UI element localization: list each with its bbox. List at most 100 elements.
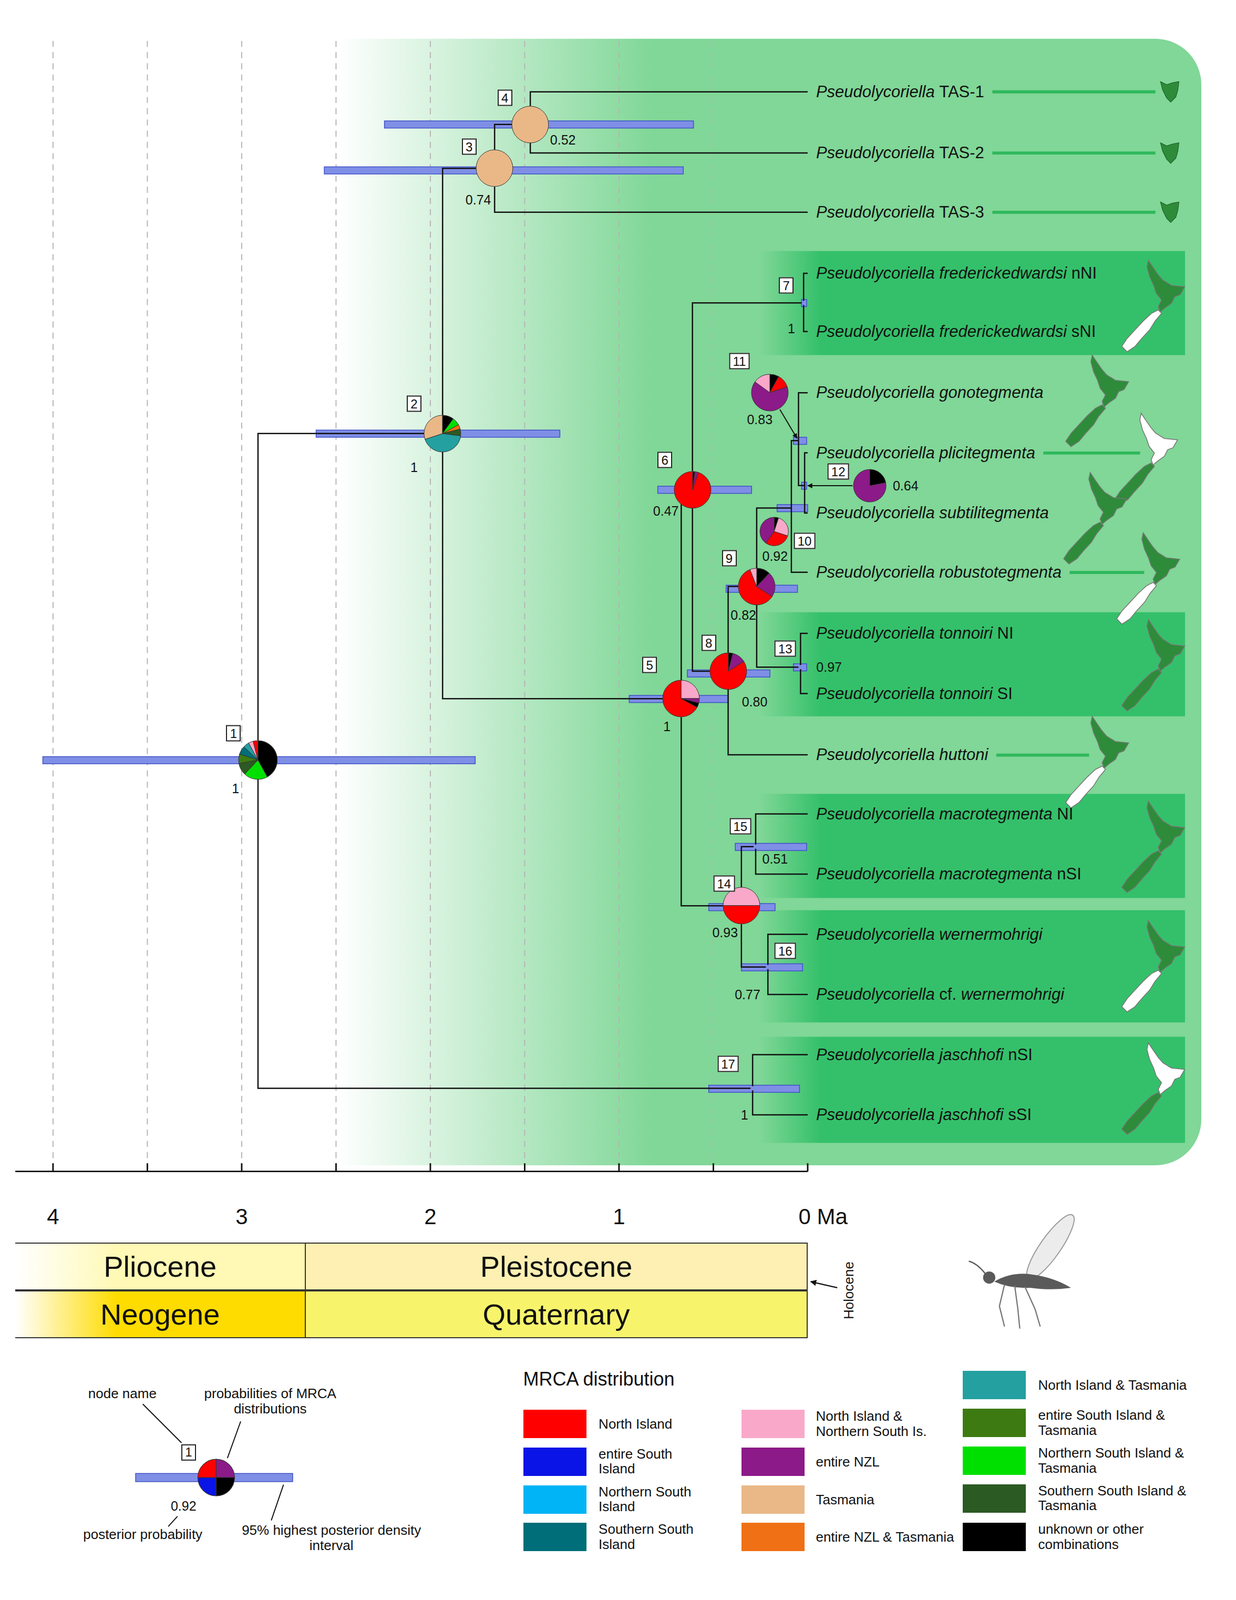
legend-swatch (523, 1485, 587, 1514)
node-number: 5 (642, 656, 657, 674)
name-part: Pseudolycoriella (816, 202, 940, 222)
species-name: Pseudolycoriella TAS-3 (816, 202, 985, 222)
ancestral-range-pie: 40.52 (511, 106, 549, 143)
annotation: 0.92 (170, 1499, 197, 1514)
posterior-probability: 1 (231, 780, 240, 797)
tree-branch (530, 91, 808, 107)
name-part: Pseudolycoriella (816, 1105, 940, 1124)
posterior-probability: 1 (410, 459, 418, 475)
grid-line (429, 40, 431, 1172)
species-tip: Pseudolycoriella macrotegmenta NI (807, 804, 1074, 824)
tree-branch (804, 485, 808, 513)
legend-swatch (741, 1409, 805, 1438)
pie-slice (723, 905, 760, 924)
species-band (759, 1036, 1186, 1143)
legend-text: Tasmania (815, 1491, 955, 1507)
posterior-probability: 0.92 (761, 548, 788, 564)
posterior-probability: 0.52 (550, 131, 576, 148)
range-line (992, 210, 1156, 214)
nz-island-map (1147, 260, 1186, 312)
epoch-box: Neogene (15, 1290, 306, 1338)
legend-text: North Island & Northern South Is. (815, 1408, 955, 1439)
nz-island-map (1121, 850, 1162, 893)
epoch-box: Pleistocene (305, 1242, 808, 1291)
holocene-arrow (810, 1281, 838, 1288)
node-number: 2 (406, 395, 422, 412)
tree-branch (804, 452, 808, 486)
legend-swatch (741, 1522, 805, 1551)
species-tip: Pseudolycoriella huttoni (807, 745, 988, 765)
name-part: sNI (1071, 322, 1097, 341)
tree-branch (767, 969, 808, 995)
node-number: 1 (181, 1444, 197, 1460)
posterior-probability: 1 (740, 1107, 749, 1123)
name-part: tonnoiri (939, 684, 997, 703)
axis-tick (523, 1162, 526, 1172)
species-name: Pseudolycoriella TAS-1 (816, 82, 985, 102)
node-number: 9 (722, 549, 737, 566)
tree-branch (756, 507, 792, 568)
pie-chart (709, 652, 747, 690)
posterior-probability: 0.77 (734, 986, 761, 1003)
pie-slice (215, 1458, 235, 1478)
posterior-probability: 0.47 (653, 503, 679, 519)
name-part: TAS-2 (939, 143, 985, 162)
pie-chart (723, 887, 760, 924)
node-number: 12 (827, 462, 850, 480)
legend-text: Northern South Island & Tasmania (1038, 1445, 1202, 1476)
range-line (1069, 570, 1145, 574)
species-tip: Pseudolycoriella wernermohrigi (807, 924, 1043, 944)
name-part: subtilitegmenta (939, 503, 1049, 522)
nz-island-map (1088, 472, 1127, 524)
node-number: 16 (774, 942, 797, 959)
node-number: 7 (778, 277, 794, 294)
leader-lines (779, 91, 1156, 756)
tree-branch (803, 273, 808, 301)
name-part: NI (1056, 804, 1074, 823)
name-part: huttoni (939, 745, 988, 764)
example-pie (197, 1458, 235, 1496)
posterior-probability: 0.74 (465, 192, 492, 208)
legend-text: Southern South Island & Tasmania (1038, 1482, 1202, 1513)
tree-branch (680, 503, 683, 681)
pie-slice (215, 1477, 235, 1496)
node-number: 14 (713, 874, 735, 892)
nz-island-map (1147, 800, 1186, 853)
name-part: plicitegmenta (939, 443, 1036, 462)
range-line (1043, 451, 1140, 455)
tree-branch (767, 934, 808, 965)
tree-branch (791, 440, 799, 508)
ancestral-range-pie: 11 (238, 740, 278, 780)
name-part: frederickedwardsi (939, 322, 1072, 341)
legend-text: Southern South Island (598, 1521, 712, 1552)
species-tip: Pseudolycoriella plicitegmenta (807, 443, 1036, 463)
posterior-probability: 0.97 (816, 659, 842, 675)
species-name: Pseudolycoriella frederickedwardsi sNI (816, 322, 1096, 342)
node-number: 1 (225, 725, 241, 742)
annotation: Holocene (840, 1261, 857, 1320)
tree-node-point: 160.77 (765, 964, 770, 970)
species-tip: Pseudolycoriella jaschhofi sSI (807, 1105, 1032, 1125)
pie-chart (853, 469, 887, 502)
pie-chart (662, 680, 700, 717)
species-tip: Pseudolycoriella TAS-2 (807, 143, 985, 163)
epoch-box: Quaternary (305, 1290, 808, 1338)
fly-wing (1020, 1209, 1081, 1285)
species-tip: Pseudolycoriella TAS-3 (807, 202, 985, 222)
species-name: Pseudolycoriella wernermohrigi (816, 924, 1043, 944)
pie-leader (807, 485, 853, 487)
posterior-probability: 1 (663, 718, 671, 734)
tree-node-point: 71 (801, 300, 806, 305)
pie-chart (751, 374, 789, 411)
epoch-name: Quaternary (482, 1296, 630, 1332)
axis-tick (240, 1162, 243, 1172)
pie-slice (253, 740, 259, 760)
pie-slice (197, 1458, 216, 1478)
name-part: Pseudolycoriella (816, 804, 940, 823)
ancestral-range-pie: 140.93 (723, 887, 760, 924)
name-part: SI (997, 684, 1013, 703)
tree-branch (756, 604, 799, 667)
posterior-probability: 0.93 (712, 924, 738, 940)
nz-island-map (1147, 619, 1186, 671)
